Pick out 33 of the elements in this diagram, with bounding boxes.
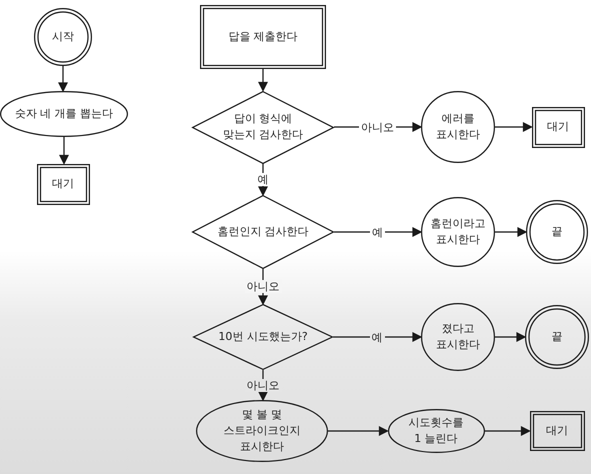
decision-diamond: 홈런인지 검사한다 <box>192 195 334 269</box>
arrow <box>332 332 422 342</box>
process-circle: 에러를 표시한다 <box>421 91 495 163</box>
process-box: 대기 <box>530 411 584 451</box>
edge-label: 아니오 <box>244 280 282 293</box>
arrow <box>59 136 69 164</box>
end-circle: 끝 <box>525 305 589 369</box>
process-box: 대기 <box>36 164 90 204</box>
decision-diamond: 10번 시도했는가? <box>193 304 333 370</box>
end-circle: 끝 <box>526 200 588 264</box>
edge-label: 아니오 <box>244 378 282 392</box>
process-circle: 홈런이라고 표시한다 <box>421 197 495 267</box>
arrow <box>494 227 527 237</box>
arrow <box>494 332 526 342</box>
arrow <box>58 65 68 92</box>
arrow <box>258 68 268 92</box>
process-ellipse: 몇 볼 몇 스트라이크인지 표시한다 <box>196 400 328 462</box>
arrow <box>258 162 268 196</box>
edge-label: 아니오 <box>359 120 396 134</box>
arrow <box>333 227 422 237</box>
edge-label: 예 <box>370 226 385 238</box>
arrow <box>258 268 268 305</box>
arrow <box>327 426 388 436</box>
process-circle: 졌다고 표시한다 <box>421 303 495 371</box>
process-box: 답을 제출한다 <box>200 5 326 69</box>
start-circle: 시작 <box>34 8 92 66</box>
arrow <box>484 426 530 436</box>
decision-diamond: 답이 형식에 맞는지 검사한다 <box>192 90 334 164</box>
arrow <box>333 122 422 132</box>
process-ellipse: 숫자 네 개를 뽑는다 <box>0 91 128 137</box>
process-box: 대기 <box>532 106 584 148</box>
process-ellipse: 시도횟수를 1 늘린다 <box>388 409 484 453</box>
arrow <box>494 122 532 132</box>
